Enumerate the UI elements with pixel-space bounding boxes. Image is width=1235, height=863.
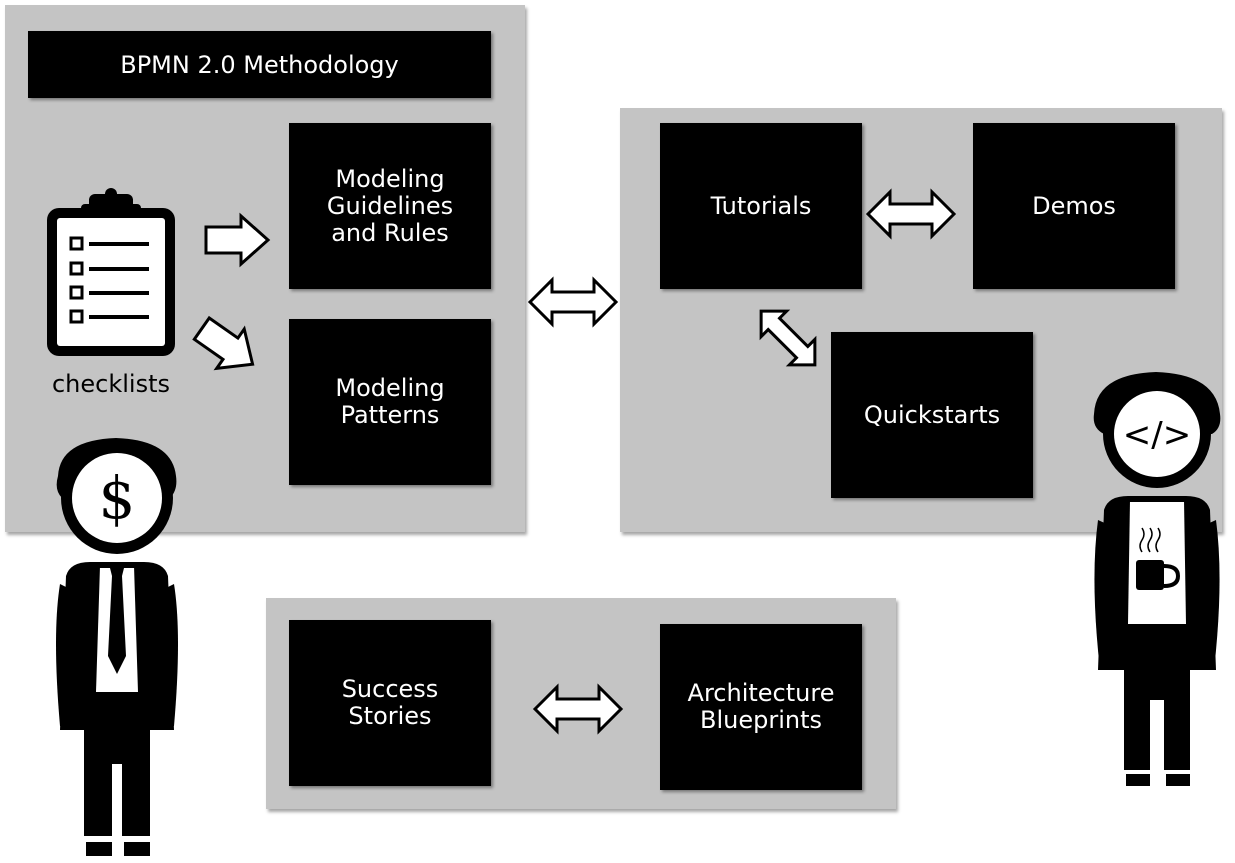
methodology-title: BPMN 2.0 Methodology (28, 31, 491, 98)
double-arrow-icon (532, 683, 624, 735)
modeling-patterns-box: Modeling Patterns (289, 319, 491, 485)
business-person-icon: $ (56, 438, 178, 856)
double-arrow-icon (527, 276, 619, 328)
checklists-label: checklists (51, 370, 171, 398)
success-stories-box: Success Stories (289, 620, 491, 786)
clipboard-checklist-icon (47, 188, 175, 356)
quickstarts-box: Quickstarts (831, 332, 1033, 498)
demos-box: Demos (973, 123, 1175, 289)
svg-text:$: $ (99, 464, 136, 532)
svg-text:</>: </> (1123, 415, 1191, 455)
architecture-blueprints-box: Architecture Blueprints (660, 624, 862, 790)
double-arrow-icon (865, 188, 957, 240)
tutorials-box: Tutorials (660, 123, 862, 289)
arrow-right-icon (204, 212, 271, 268)
modeling-guidelines-box: Modeling Guidelines and Rules (289, 123, 491, 289)
double-arrow-diagonal-icon (759, 309, 817, 367)
developer-person-icon: </> (1093, 372, 1221, 786)
arrow-down-right-icon (192, 315, 255, 371)
